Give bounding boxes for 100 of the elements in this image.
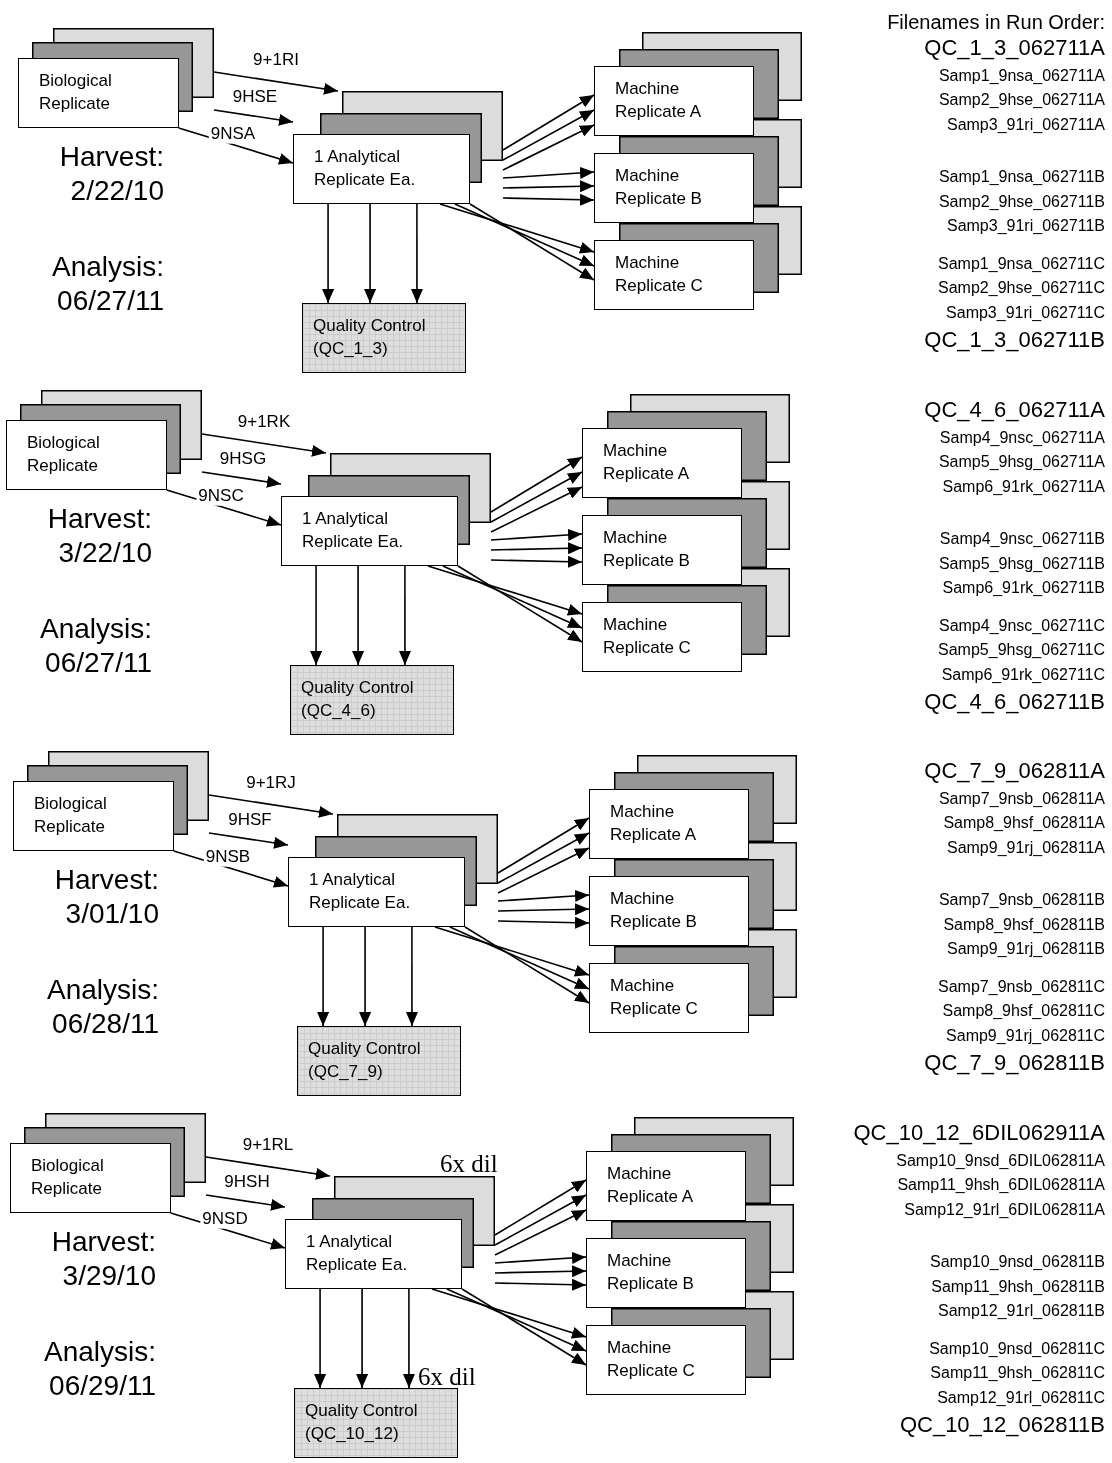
dilution-note: 6x dil [418,1364,476,1389]
date-label: Analysis: 06/27/11 [50,250,164,319]
filename: Samp8_9hsf_062811B [943,917,1105,933]
date-label: Harvest: 3/22/10 [46,502,152,571]
box-label: Machine Replicate A [607,1163,694,1208]
box-label: Biological Replicate [34,793,108,838]
filename: Samp1_9nsa_062711A [938,68,1105,84]
filename: Samp10_9nsd_062811C [929,1341,1105,1357]
arrow [431,1288,587,1340]
box-label: Biological Replicate [39,70,113,115]
date-label: Harvest: 3/29/10 [50,1225,156,1294]
arrow [497,817,590,874]
arrow [502,124,595,171]
arrow [317,926,330,1027]
filename: Samp1_9nsa_062711C [938,256,1105,272]
filename: QC_7_9_062811B [924,1052,1105,1074]
filename: Samp11_9hsh_6DIL062811A [897,1177,1105,1193]
stacked-boxes [586,1204,794,1308]
filename: Samp2_9hse_062711C [938,280,1105,296]
stacked-boxes [281,453,491,566]
arrow [494,1265,587,1278]
filename: QC_10_12_6DIL062911A [853,1122,1105,1144]
box-label: Quality Control (QC_10_12) [305,1400,419,1445]
arrow [457,565,583,643]
stacked-boxes [589,755,797,859]
filename: Samp5_9hsg_062711B [938,556,1105,572]
arrow [359,926,372,1027]
filename: Samp9_91rj_062811A [946,840,1105,856]
filename: QC_4_6_062711B [924,691,1105,713]
arrow [464,926,590,1004]
dilution-note: 6x dil [440,1151,498,1176]
arrow [490,486,583,533]
arrow [213,109,294,127]
edge-label: 9NSC [196,486,246,506]
arrow [410,203,423,304]
box-label: Machine Replicate B [615,165,703,210]
box-label: 1 Analytical Replicate Ea. [309,869,412,914]
edge-label: 9NSB [203,847,253,867]
arrow [205,1194,286,1212]
box-label: Machine Replicate C [607,1337,696,1382]
filename: Samp3_91ri_062711A [946,117,1105,133]
arrow [494,1209,587,1256]
filename: Samp4_9nsc_062711B [939,531,1105,547]
arrow [497,916,590,929]
filename: Samp6_91rk_062711C [941,667,1105,683]
filename: Samp12_91rl_062811B [938,1303,1105,1319]
filename: QC_10_12_062811B [899,1414,1105,1436]
filename: Samp6_91rk_062711B [942,580,1105,596]
box-label: Machine Replicate B [603,527,691,572]
arrow [502,193,595,206]
date-label: Analysis: 06/29/11 [42,1335,156,1404]
box-label: 1 Analytical Replicate Ea. [302,508,405,553]
arrow [427,565,583,617]
arrow [461,1288,587,1366]
stacked-boxes [594,32,802,136]
filename: Samp9_91rj_062811C [946,1028,1105,1044]
stacked-boxes [582,481,790,585]
arrow [490,542,583,555]
arrow [439,203,595,255]
date-label: Analysis: 06/27/11 [38,612,152,681]
box-label: Machine Replicate C [603,614,692,659]
filename: QC_1_3_062711B [924,329,1105,351]
arrow [314,1288,327,1389]
arrow [490,528,583,541]
arrow [402,1288,415,1389]
arrow [497,847,590,894]
arrow [490,456,583,513]
arrow [497,903,590,916]
arrow [352,565,365,666]
filename: Samp10_9nsd_6DIL062811A [896,1153,1105,1169]
box-label: Quality Control (QC_7_9) [308,1038,422,1083]
arrow [213,71,339,96]
stacked-boxes [586,1117,794,1221]
filename: Samp3_91ri_062711C [946,305,1105,321]
stacked-boxes [18,28,214,128]
stacked-boxes [594,206,802,311]
filename: Samp5_9hsg_062711A [938,454,1105,470]
filename: Samp4_9nsc_062711C [938,618,1105,634]
date-label: Harvest: 2/22/10 [58,140,164,209]
filename: Samp8_9hsf_062811A [943,815,1105,831]
process-box [302,303,466,373]
box-label: Machine Replicate B [610,888,698,933]
stacked-boxes [293,91,503,204]
filename: Samp4_9nsc_062711A [939,430,1105,446]
arrow [364,203,377,304]
stacked-boxes [6,390,202,490]
box-label: Machine Replicate C [610,975,699,1020]
arrow [205,1156,331,1181]
stacked-boxes [288,814,498,927]
arrow [494,1194,587,1246]
stacked-boxes [594,119,802,223]
stacked-boxes [589,842,797,946]
arrow [398,565,411,666]
process-box [290,665,454,735]
stacked-boxes [589,929,797,1034]
process-box [294,1388,458,1458]
stacked-boxes [582,394,790,498]
arrow [497,889,590,902]
box-label: 1 Analytical Replicate Ea. [314,146,417,191]
filename: Samp7_9nsb_062811A [938,791,1105,807]
